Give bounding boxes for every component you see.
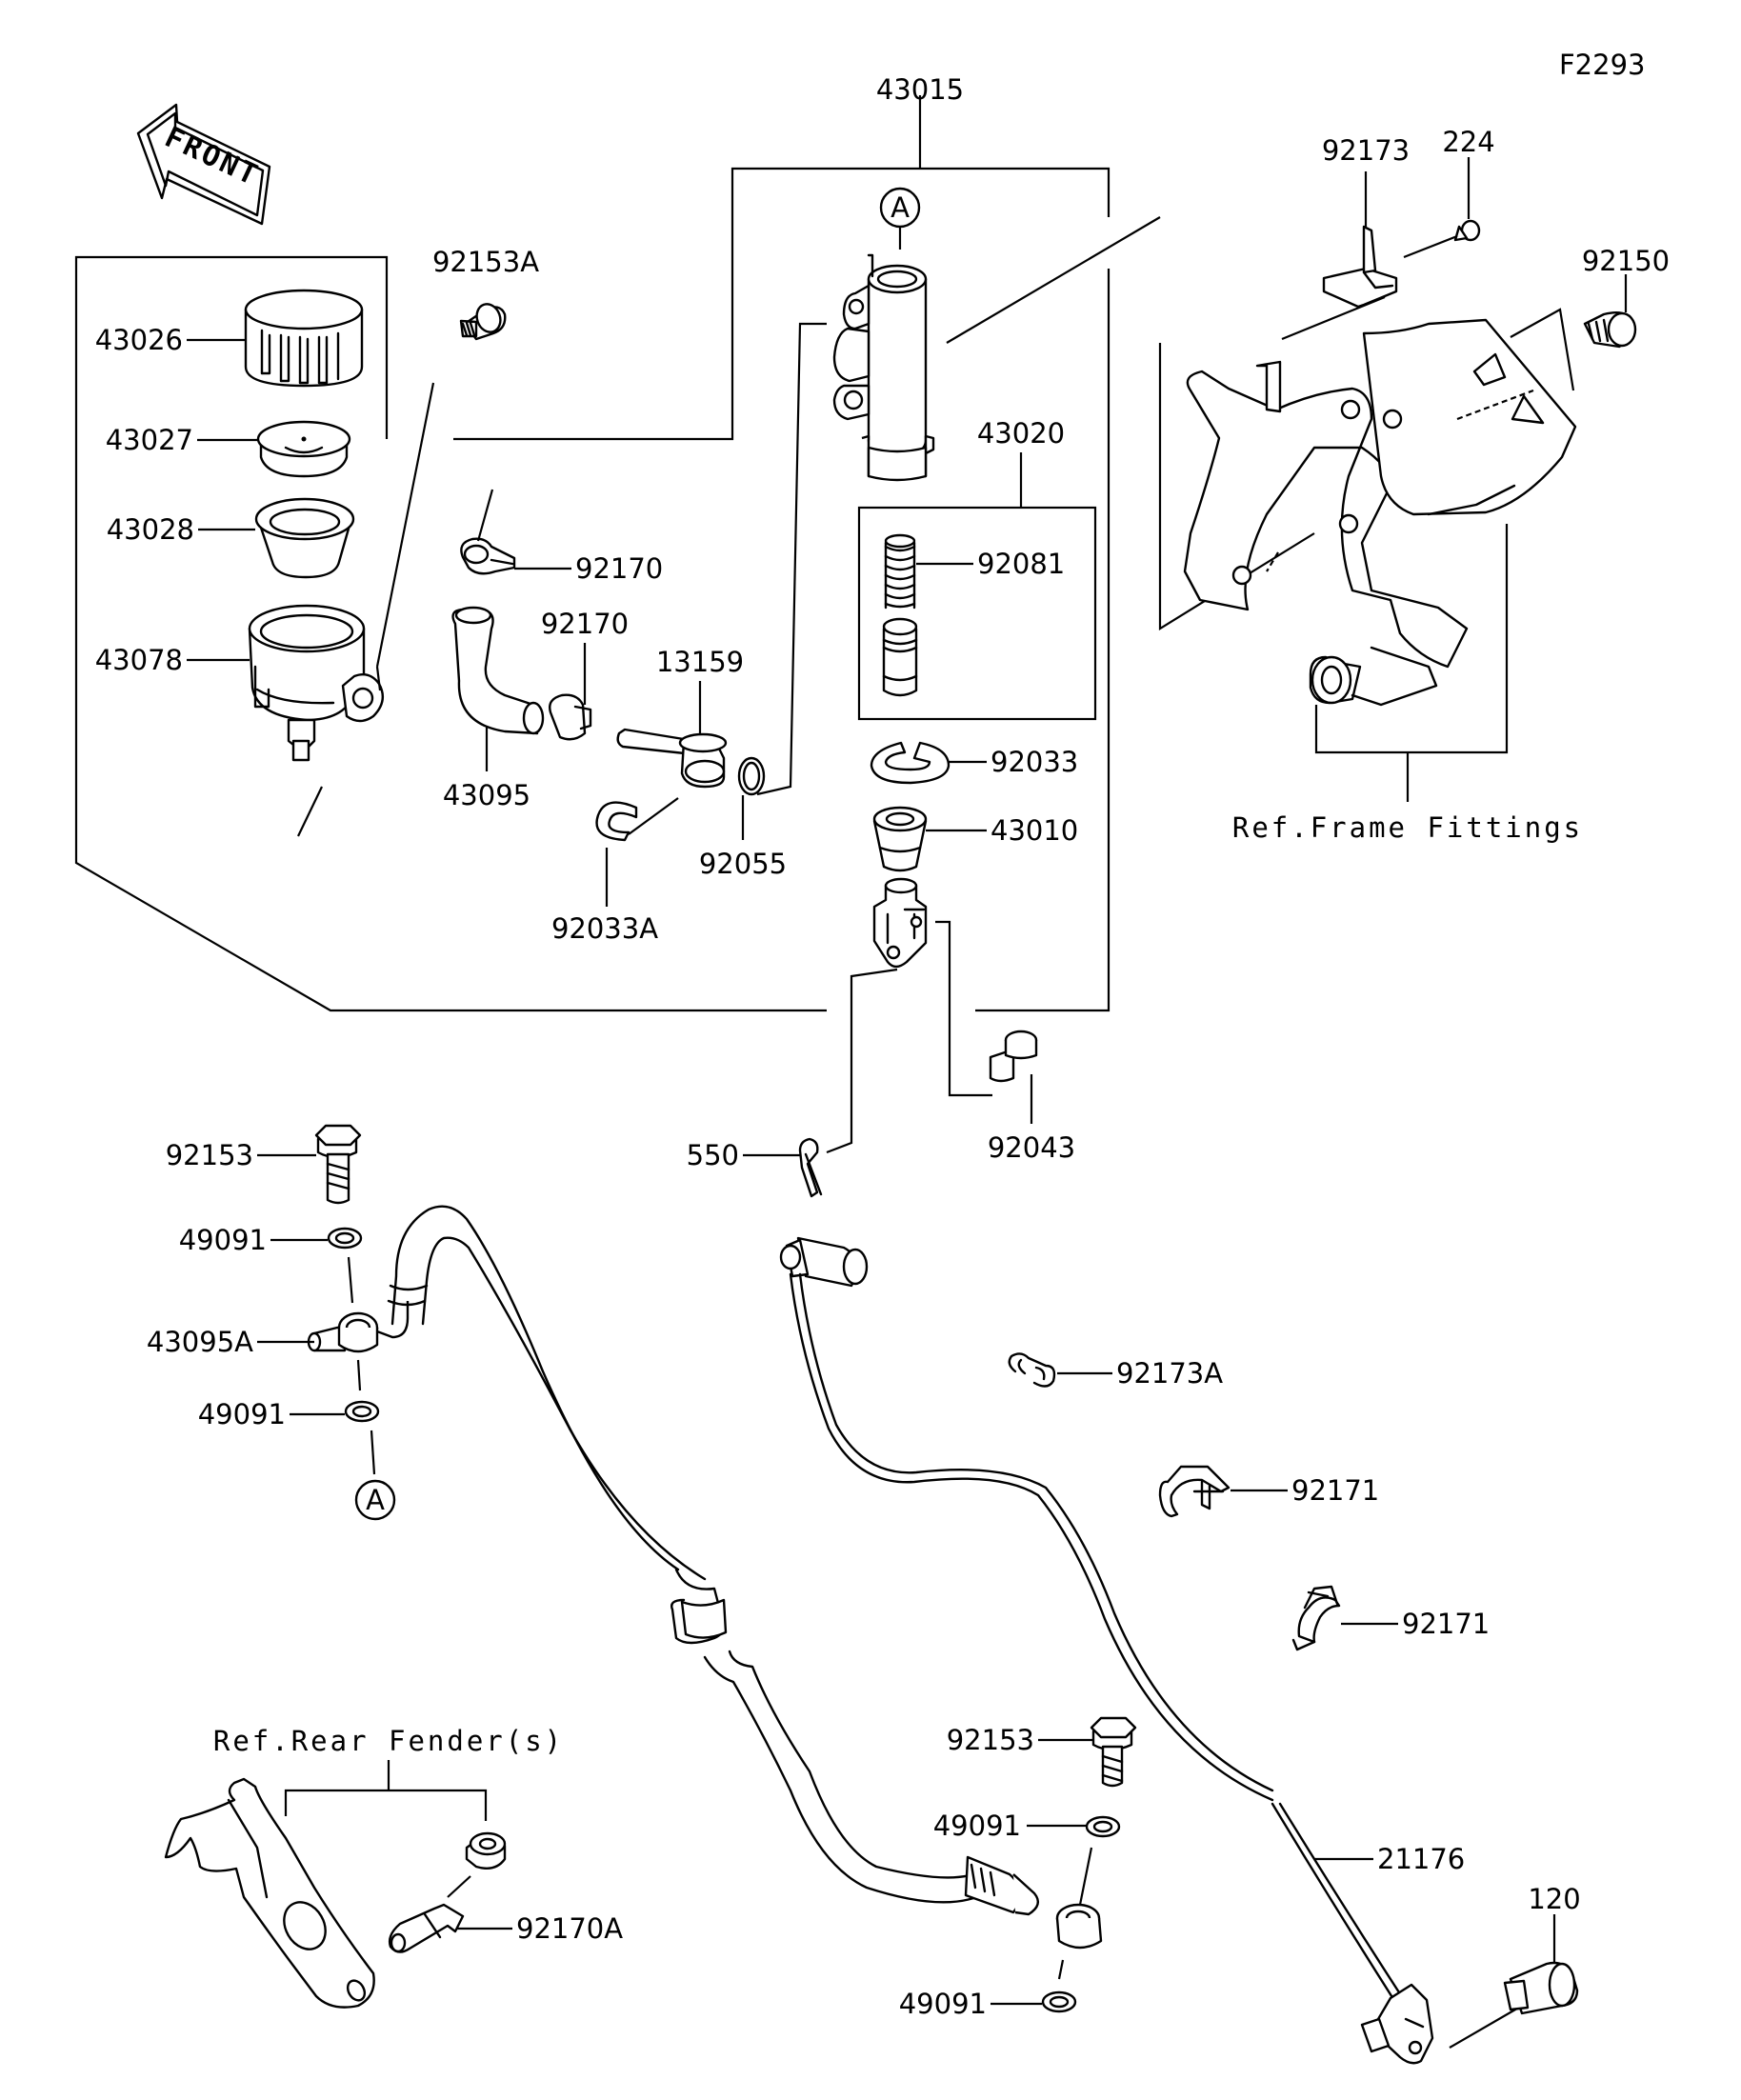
bolt-92153-lower — [1090, 1716, 1137, 1788]
screw-120 — [1503, 1961, 1579, 2015]
screw-92153A — [459, 303, 507, 341]
diaphragm-plate-43027 — [256, 420, 351, 478]
label-43028: 43028 — [107, 513, 194, 546]
leader-rear-fender — [284, 1789, 488, 1821]
label-120: 120 — [1528, 1883, 1580, 1915]
label-49091-a: 49091 — [179, 1224, 267, 1256]
assembly-43015-outline — [74, 95, 1111, 1012]
label-92153-upper: 92153 — [166, 1139, 253, 1171]
screw-224 — [1453, 219, 1481, 242]
washer-49091-d — [1041, 1990, 1077, 2013]
label-49091-c: 49091 — [933, 1810, 1021, 1842]
label-49091-d: 49091 — [899, 1988, 987, 2020]
callout-a-bottom: A — [366, 1484, 385, 1516]
circlip-92033 — [870, 741, 951, 785]
diaphragm-43028 — [254, 497, 355, 579]
label-92043: 92043 — [988, 1131, 1075, 1164]
clevis — [872, 877, 928, 969]
circlip-92033A — [595, 801, 638, 842]
washer-49091-a — [327, 1227, 363, 1250]
cotter-pin-550 — [798, 1137, 823, 1198]
brake-hose — [387, 1205, 1040, 1916]
clip-92173 — [1322, 225, 1398, 309]
boot-43010 — [872, 806, 928, 872]
label-43020: 43020 — [977, 417, 1065, 450]
clamp-92170A — [388, 1903, 465, 1953]
leader-reservoir-outlet — [297, 786, 323, 837]
switch-cable-21176 — [789, 1272, 1410, 2011]
clamp-92170-upper — [460, 537, 516, 575]
piston — [882, 617, 918, 697]
o-ring-92055 — [737, 756, 766, 796]
label-92033: 92033 — [991, 746, 1078, 778]
kit-43020-box — [857, 506, 1097, 721]
label-550: 550 — [687, 1139, 739, 1171]
cable-end-switch — [1360, 1983, 1434, 2065]
label-92171-upper: 92171 — [1291, 1474, 1379, 1507]
ref-frame-fittings: Ref.Frame Fittings — [1232, 811, 1583, 844]
label-43027: 43027 — [106, 424, 193, 456]
spring-92081 — [884, 533, 916, 610]
label-92170A: 92170A — [516, 1912, 623, 1945]
clamp-92173A — [1008, 1352, 1056, 1388]
label-92081: 92081 — [977, 548, 1065, 580]
label-224: 224 — [1442, 126, 1494, 158]
washer-49091-b — [344, 1400, 380, 1423]
label-92150: 92150 — [1582, 245, 1670, 277]
label-92171-lower: 92171 — [1402, 1608, 1490, 1640]
brake-switch — [779, 1236, 869, 1288]
frame-bracket-assembly — [946, 216, 1577, 707]
washer-49091-c — [1085, 1815, 1121, 1838]
label-49091-b: 49091 — [198, 1398, 286, 1430]
figure-code: F2293 — [1559, 49, 1645, 81]
label-92173A: 92173A — [1116, 1357, 1223, 1390]
front-arrow-icon: FRONT — [136, 103, 271, 226]
label-92170-upper: 92170 — [575, 552, 663, 585]
leader-frame-fittings — [1314, 524, 1509, 754]
bolt-92153-upper — [314, 1124, 362, 1205]
label-92055: 92055 — [699, 848, 787, 880]
label-92153A: 92153A — [432, 246, 539, 278]
label-43026: 43026 — [95, 324, 183, 356]
clamp-92171-lower — [1291, 1585, 1341, 1651]
leader-92153A — [375, 382, 435, 668]
banjo-fitting-lower — [1055, 1903, 1103, 1950]
ref-rear-fender: Ref.Rear Fender(s) — [213, 1725, 564, 1757]
screw-92150 — [1583, 311, 1637, 349]
reservoir-43078 — [248, 604, 385, 762]
label-43010: 43010 — [991, 814, 1078, 847]
clamp-92171-upper — [1158, 1465, 1231, 1518]
callout-a-top: A — [891, 191, 910, 224]
clamp-92170-lower — [549, 693, 592, 741]
push-rod-13159 — [616, 728, 728, 789]
label-92153-lower: 92153 — [947, 1724, 1034, 1756]
label-43015: 43015 — [876, 73, 964, 106]
hose-43095 — [451, 606, 545, 735]
label-92170-lower: 92170 — [541, 608, 629, 640]
label-43095A: 43095A — [147, 1326, 253, 1358]
pin-92043 — [989, 1030, 1038, 1083]
label-21176: 21176 — [1377, 1843, 1465, 1875]
label-13159: 13159 — [656, 646, 744, 678]
master-cylinder-body — [832, 253, 935, 482]
rear-fender-bracket — [164, 1777, 375, 2009]
callout-a-bottom-circle — [354, 1479, 396, 1521]
nut-bushing — [465, 1831, 507, 1870]
reservoir-cap-43026 — [244, 289, 364, 388]
label-43078: 43078 — [95, 644, 183, 676]
label-92033A: 92033A — [551, 912, 658, 945]
banjo-fitting-43095A — [307, 1301, 410, 1353]
label-92173: 92173 — [1322, 134, 1410, 167]
label-43095: 43095 — [443, 779, 530, 811]
